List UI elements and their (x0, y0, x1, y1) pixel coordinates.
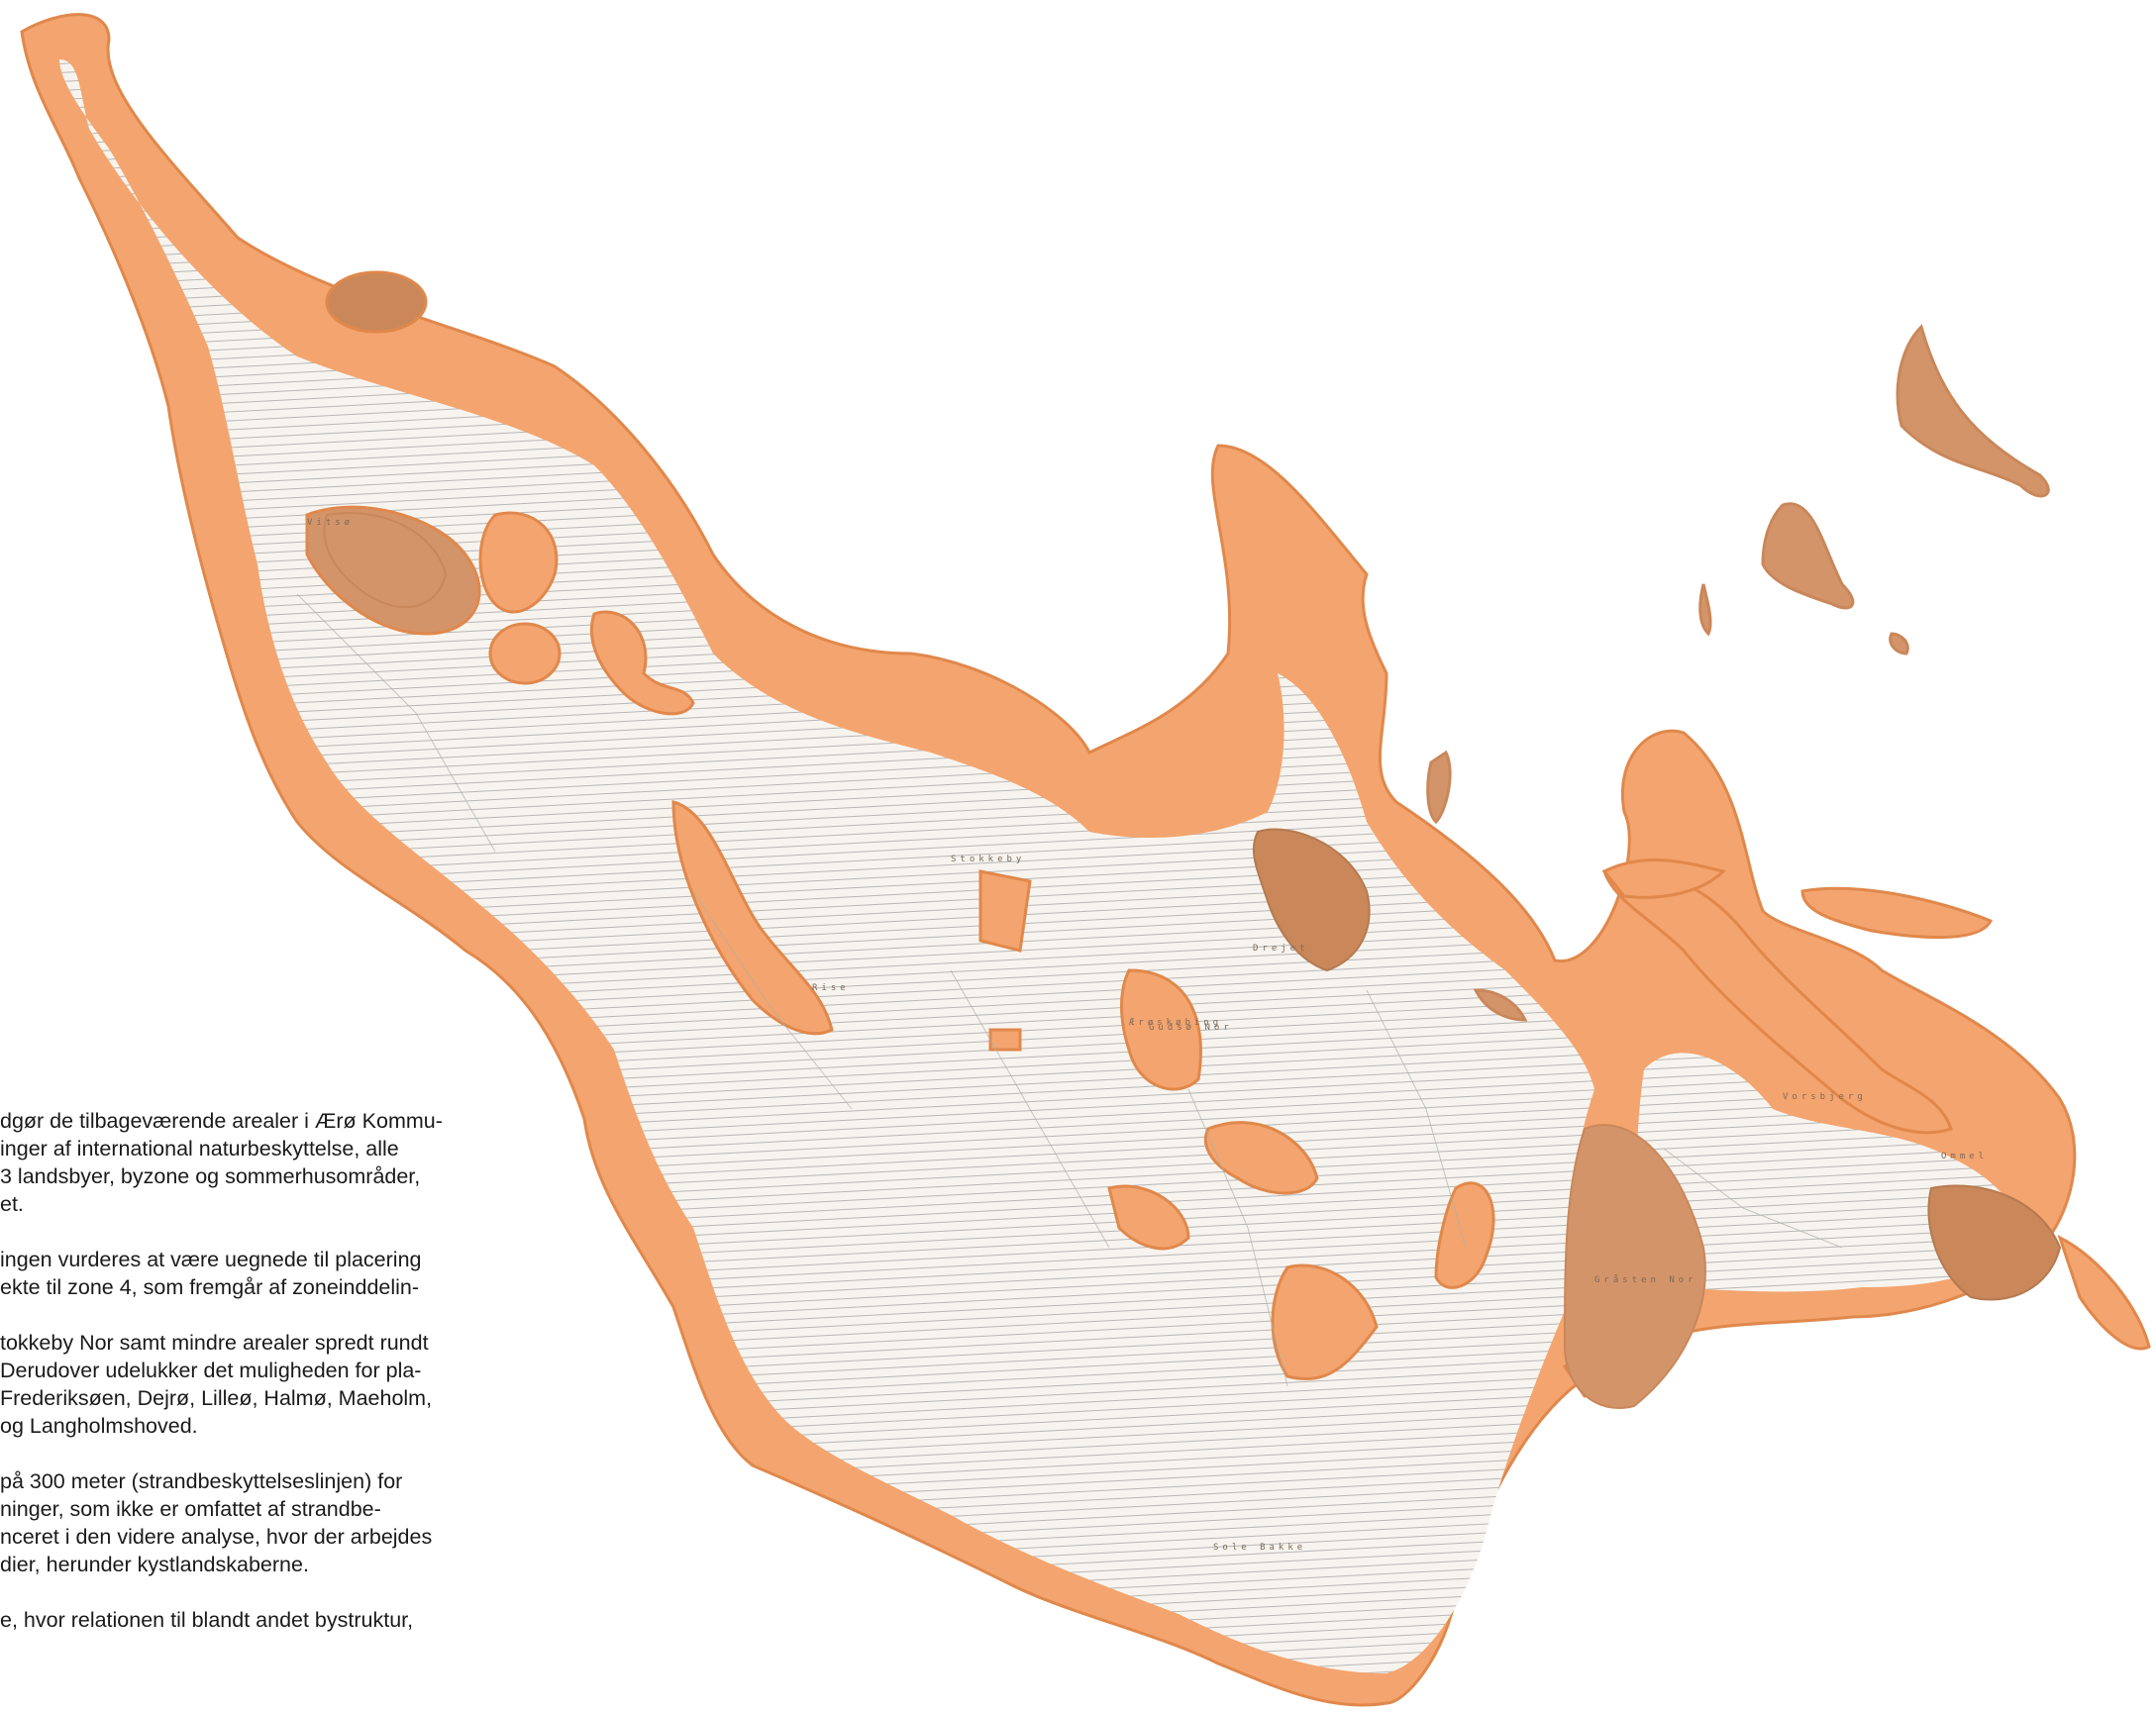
inland-zones (305, 270, 1617, 1398)
text-line: og Langholmshoved. (0, 1414, 198, 1438)
map-label-drejet: Drejet (1253, 944, 1309, 954)
text-line: dgør de tilbageværende arealer i Ærø Kom… (0, 1109, 443, 1133)
map-label-aeroskobing: Ærøskøbing (1129, 1018, 1222, 1028)
text-line: inger af international naturbeskyttelse,… (0, 1137, 399, 1160)
eastern-peninsulas (1601, 858, 2151, 1351)
text-line: Frederiksøen, Dejrø, Lilleø, Halmø, Maeh… (0, 1386, 433, 1410)
offshore-islets (1426, 324, 2050, 1022)
map-label-vorsbjerg: Vorsbjerg (1783, 1092, 1867, 1102)
map-labels: Vitsø Ærøskøbing Gråsten Nor Drejet Guds… (307, 518, 1988, 1553)
map-label-ommel: Ommel (1941, 1152, 1988, 1161)
map-label-graasten-nor: Gråsten Nor (1594, 1274, 1697, 1285)
text-line: e, hvor relationen til blandt andet byst… (0, 1608, 414, 1632)
description-text: dgør de tilbageværende arealer i Ærø Kom… (0, 1107, 535, 1715)
text-line: nceret i den videre analyse, hvor der ar… (0, 1525, 433, 1549)
graasten-nor-zone (1563, 1124, 1706, 1409)
map-detail-lines (296, 593, 1843, 1387)
paragraph-5: e, hvor relationen til blandt andet byst… (0, 1606, 535, 1634)
remaining-land-area (59, 59, 1594, 1673)
map-label-sole-bakke: Sole Bakke (1213, 1543, 1306, 1553)
map-label-rise: Rise (812, 983, 850, 993)
text-line: 3 landsbyer, byzone og sommerhusområder, (0, 1164, 421, 1188)
text-line: et. (0, 1192, 24, 1216)
text-line: tokkeby Nor samt mindre arealer spredt r… (0, 1331, 429, 1355)
paragraph-3: tokkeby Nor samt mindre arealer spredt r… (0, 1329, 535, 1440)
text-line: på 300 meter (strandbeskyttelseslinjen) … (0, 1469, 403, 1493)
eastern-land-area (1636, 1053, 2020, 1292)
map-label-vitso: Vitsø (307, 518, 354, 528)
town-zone (1252, 828, 1371, 972)
text-line: Derudover udelukker det muligheden for p… (0, 1359, 422, 1382)
marstal-zone (1927, 1184, 2062, 1301)
map-label-gudso-nor: Gudsø Nor (1149, 1023, 1233, 1033)
paragraph-2: ingen vurderes at være uegnede til place… (0, 1246, 535, 1301)
text-line: dier, herunder kystlandskaberne. (0, 1553, 309, 1576)
paragraph-1: dgør de tilbageværende arealer i Ærø Kom… (0, 1107, 535, 1218)
map-label-stokkeby: Stokkeby (951, 855, 1025, 864)
text-line: ninger, som ikke er omfattet af strandbe… (0, 1497, 381, 1521)
paragraph-4: på 300 meter (strandbeskyttelseslinjen) … (0, 1467, 535, 1578)
western-lake (323, 512, 448, 608)
text-line: ingen vurderes at være uegnede til place… (0, 1248, 422, 1271)
text-line: ekte til zone 4, som fremgår af zoneindd… (0, 1275, 420, 1299)
